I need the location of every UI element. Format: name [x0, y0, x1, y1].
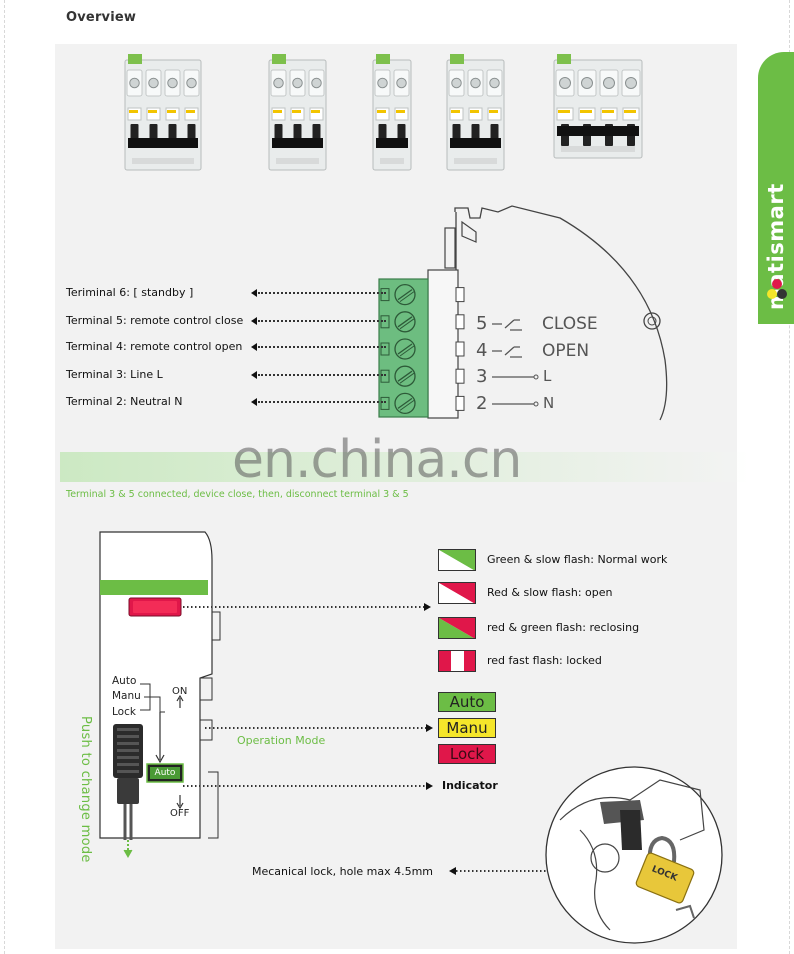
legend-text: Green & slow flash: Normal work	[487, 553, 668, 566]
schematic-terminal-number: 3	[476, 366, 488, 387]
switch-position-label: Auto	[112, 675, 137, 687]
leader-arrow	[251, 317, 257, 325]
schematic-terminal-number: 2	[476, 393, 488, 414]
push-to-change-mode-text: Push to change mode	[78, 716, 93, 863]
terminal-label: Teriminal 6: [ standby ]	[66, 286, 194, 299]
leader-arrow	[251, 343, 257, 351]
leader-line	[258, 292, 386, 294]
mode-manu: Manu	[438, 718, 496, 738]
schematic-terminal-name: N	[543, 394, 555, 412]
legend-swatch	[438, 582, 476, 604]
terminal-label: Terminal 5: remote control close	[66, 314, 244, 327]
section-heading: Overview	[66, 10, 137, 25]
mode-auto: Auto	[438, 692, 496, 712]
leader-line	[258, 320, 386, 322]
watermark-text: en.china.cn	[232, 430, 522, 490]
brand-tab: matismart	[758, 52, 794, 324]
brand-dots-icon	[767, 279, 787, 299]
legend-swatch	[438, 549, 476, 571]
breaker-photo-2	[268, 54, 327, 171]
switch-position-label: Manu	[112, 690, 141, 702]
schematic-terminal-number: 4	[476, 340, 488, 361]
page-border-left	[4, 0, 5, 954]
off-label: OFF	[170, 808, 190, 819]
mode-indicator-window: Auto	[150, 767, 180, 779]
switch-position-label: Lock	[112, 706, 136, 718]
leader-arrow	[251, 398, 257, 406]
legend-text: red fast flash: locked	[487, 654, 602, 667]
leader-line	[258, 346, 386, 348]
on-label: ON	[172, 686, 188, 697]
schematic-terminal-name: CLOSE	[542, 314, 598, 334]
watermark-band	[60, 452, 750, 482]
breaker-photo-1	[124, 54, 202, 171]
leader-line	[258, 374, 386, 376]
breaker-photo-3	[372, 54, 412, 171]
leader-arrow	[251, 289, 257, 297]
wiring-note: Terminal 3 & 5 connected, device close, …	[66, 489, 409, 500]
leader-arrow	[251, 371, 257, 379]
terminal-label: Terminal 2: Neutral N	[66, 395, 183, 408]
terminal-label: Terminal 4: remote control open	[66, 340, 243, 353]
breaker-photo-5	[553, 54, 643, 159]
legend-swatch	[438, 650, 476, 672]
schematic-terminal-name: OPEN	[542, 341, 590, 361]
brand-logo-text: matismart	[764, 183, 788, 310]
page-border-right	[789, 0, 790, 954]
schematic-terminal-name: L	[543, 367, 552, 385]
indicator-label: Indicator	[442, 779, 498, 792]
mode-lock: Lock	[438, 744, 496, 764]
legend-swatch	[438, 617, 476, 639]
legend-text: Red & slow flash: open	[487, 586, 613, 599]
schematic-terminal-number: 5	[476, 313, 488, 334]
mechanical-lock-label: Mecanical lock, hole max 4.5mm	[252, 865, 434, 878]
operation-mode-label: Operation Mode	[237, 734, 326, 747]
legend-text: red & green flash: reclosing	[487, 621, 640, 634]
terminal-label: Terminal 3: Line L	[66, 368, 163, 381]
breaker-photo-4	[446, 54, 505, 171]
leader-line	[258, 401, 386, 403]
